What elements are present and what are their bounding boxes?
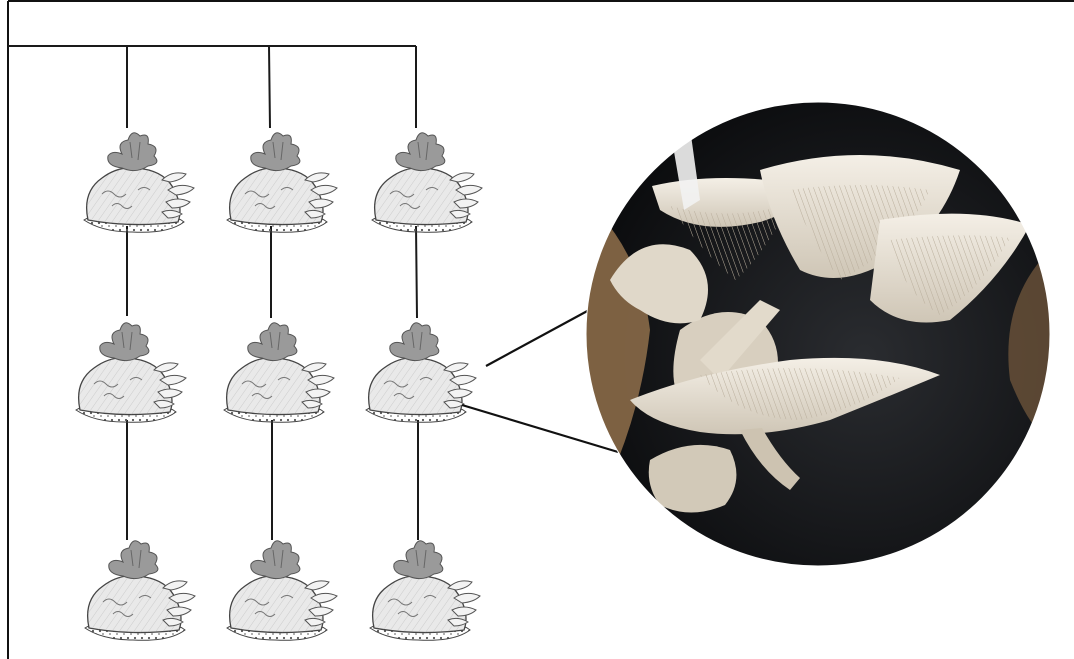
bag-unit-icon xyxy=(227,541,337,640)
callout-line-lower xyxy=(462,405,618,452)
zoomed-photo xyxy=(586,102,1050,566)
bag-unit-icon xyxy=(76,323,186,422)
callout-line-upper xyxy=(486,309,591,366)
bag-unit-icon xyxy=(227,133,337,232)
bag-unit-icon xyxy=(85,541,195,640)
bag-unit-icon xyxy=(372,133,482,232)
hanging-ropes xyxy=(127,46,418,540)
highlighted-bag-unit-icon xyxy=(366,323,476,422)
bag-unit-icon xyxy=(84,133,194,232)
bag-grid xyxy=(76,133,482,640)
rope-column-3 xyxy=(416,46,418,540)
bag-unit-icon xyxy=(370,541,480,640)
rope-column-2 xyxy=(269,46,272,540)
bag-unit-icon xyxy=(224,323,334,422)
